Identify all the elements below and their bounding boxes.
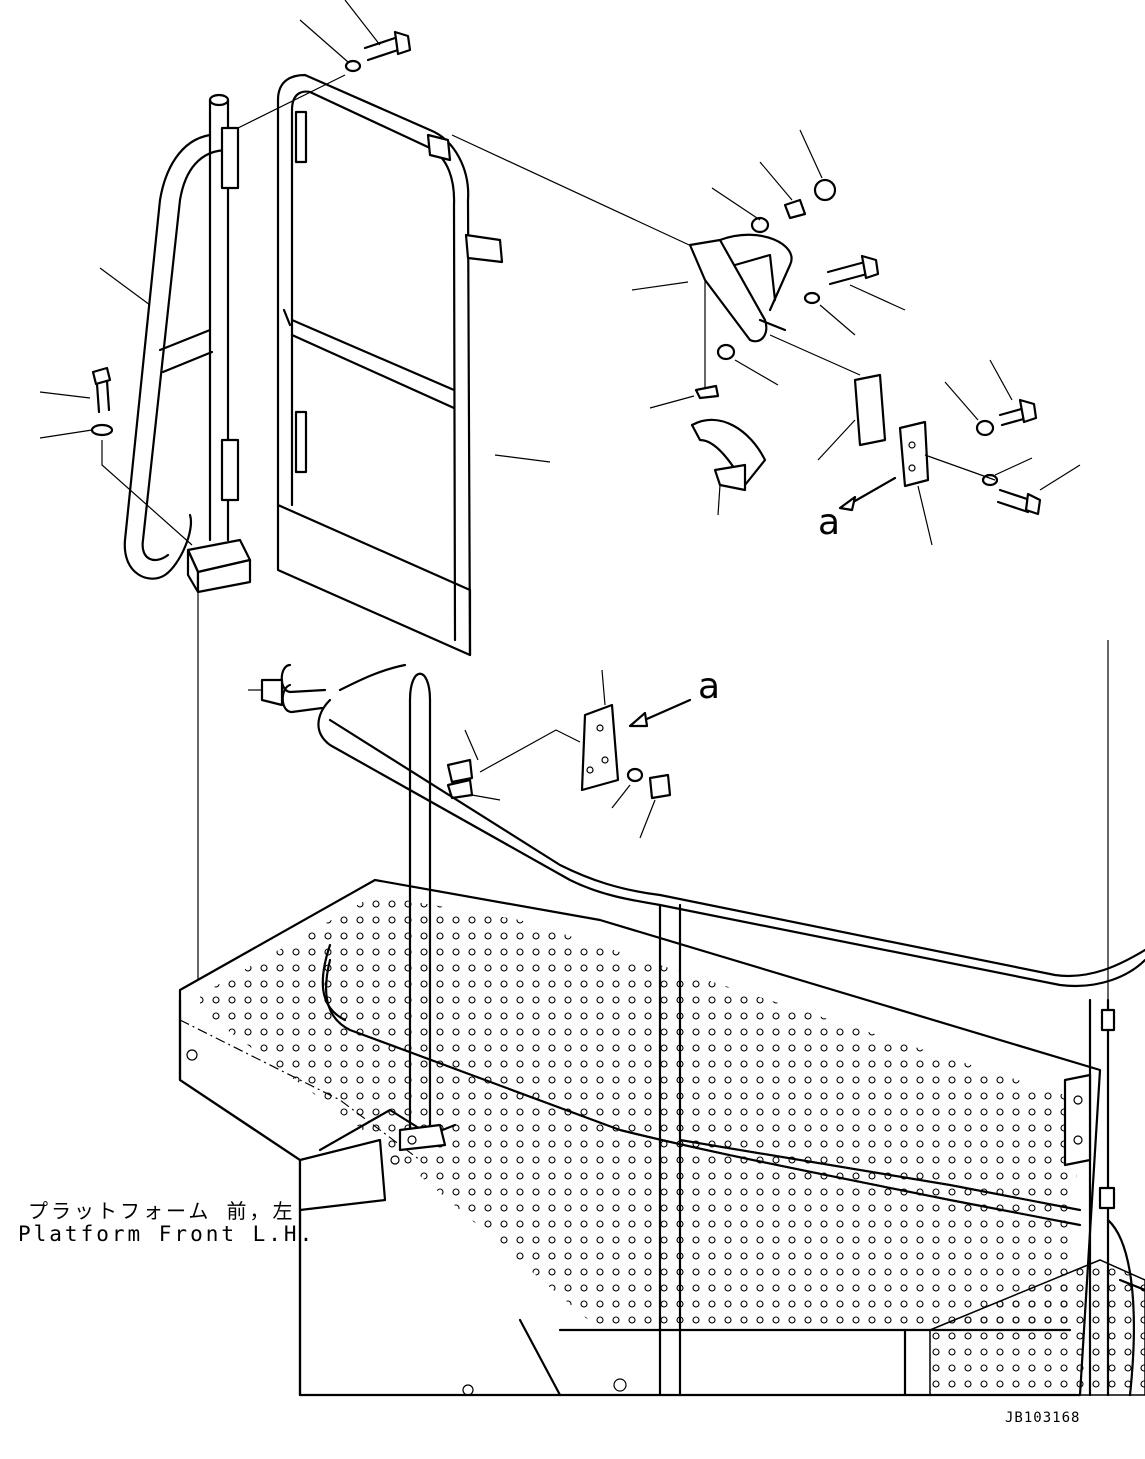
caption-japanese: プラットフォーム 前，左 [28, 1199, 296, 1223]
view-marker-lower: a [698, 666, 721, 707]
u-bolt [248, 663, 327, 714]
gate-frame [237, 73, 701, 657]
view-marker-upper: a [818, 502, 841, 543]
bolt-top [299, 0, 412, 73]
caption-english: Platform Front L.H. [18, 1222, 316, 1246]
latch-assembly [631, 129, 906, 516]
bracket-plate-lower [479, 669, 692, 839]
clips [446, 729, 501, 801]
platform-handrail [317, 640, 1145, 1397]
bolt-left [39, 366, 193, 546]
bracket-plates-right [817, 359, 1081, 546]
handrail-post [123, 93, 252, 985]
drawing-number: JB103168 [1005, 1410, 1081, 1426]
